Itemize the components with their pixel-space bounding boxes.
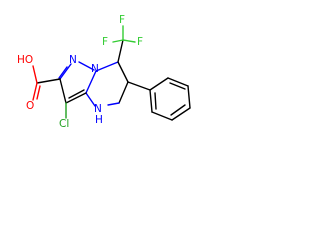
fluorine-atom-2: F	[102, 36, 108, 48]
bond-c-o	[32, 82, 38, 101]
nh-atom: N	[94, 103, 102, 115]
bond-c-f2	[112, 39, 124, 43]
bond-ph3-ph4	[187, 85, 191, 109]
bond-c3-c3a-double	[68, 89, 85, 99]
bond-c5-phenyl	[127, 81, 151, 91]
bond-ph2-ph3	[167, 77, 189, 87]
hydroxyl-atom: HO	[17, 54, 33, 66]
bond-n1-n2	[78, 61, 95, 71]
nh-hydrogen: H	[95, 114, 103, 126]
bond-ph2-ph3-double	[169, 82, 186, 90]
carboxylic-acid-group: HO O	[17, 54, 61, 112]
bond-ph5-ph6	[151, 111, 173, 121]
bond-c-f3	[122, 39, 136, 43]
bond-c3a-n1	[85, 70, 97, 94]
molecule-structure: F F F N H N N HO O Cl	[17, 14, 191, 130]
bond-ph1-ph2	[149, 77, 169, 91]
bond-n2-c2-double	[58, 66, 68, 79]
carbonyl-oxygen-atom: O	[26, 100, 34, 112]
bond-c7-c6	[117, 61, 129, 83]
chlorine-atom: Cl	[59, 118, 69, 130]
phenyl-ring	[127, 77, 191, 121]
bond-c-oh	[32, 65, 38, 84]
bond-nh-c3a	[85, 92, 96, 107]
pyrazole-n1-atom: N	[91, 63, 99, 75]
bond-c7-cf3	[117, 39, 124, 63]
bond-n2-c2	[59, 63, 72, 80]
tetrahydropyrimidine-ring: N H	[85, 61, 129, 126]
bond-ph4-ph5	[171, 107, 191, 121]
bond-c3-c3a	[65, 92, 87, 104]
bond-c2-c3	[59, 78, 67, 104]
bond-c2-cooh	[36, 78, 61, 84]
bond-c5-nh	[107, 102, 120, 106]
bond-n1-c7	[95, 61, 119, 72]
pyrazole-ring: N N	[58, 54, 99, 104]
fluorine-atom-1: F	[119, 14, 125, 26]
bond-c-o-double	[36, 85, 41, 100]
fluorine-atom-3: F	[137, 36, 143, 48]
bond-ph4-ph5-double	[170, 104, 186, 116]
trifluoromethyl-group: F F F	[102, 14, 143, 63]
bond-ph6-ph1-double	[154, 92, 157, 110]
pyrazole-n2-atom: N	[69, 54, 77, 66]
chloro-substituent: Cl	[59, 102, 69, 130]
bond-ph6-ph1	[149, 89, 153, 113]
bond-c6-c5	[118, 81, 129, 104]
